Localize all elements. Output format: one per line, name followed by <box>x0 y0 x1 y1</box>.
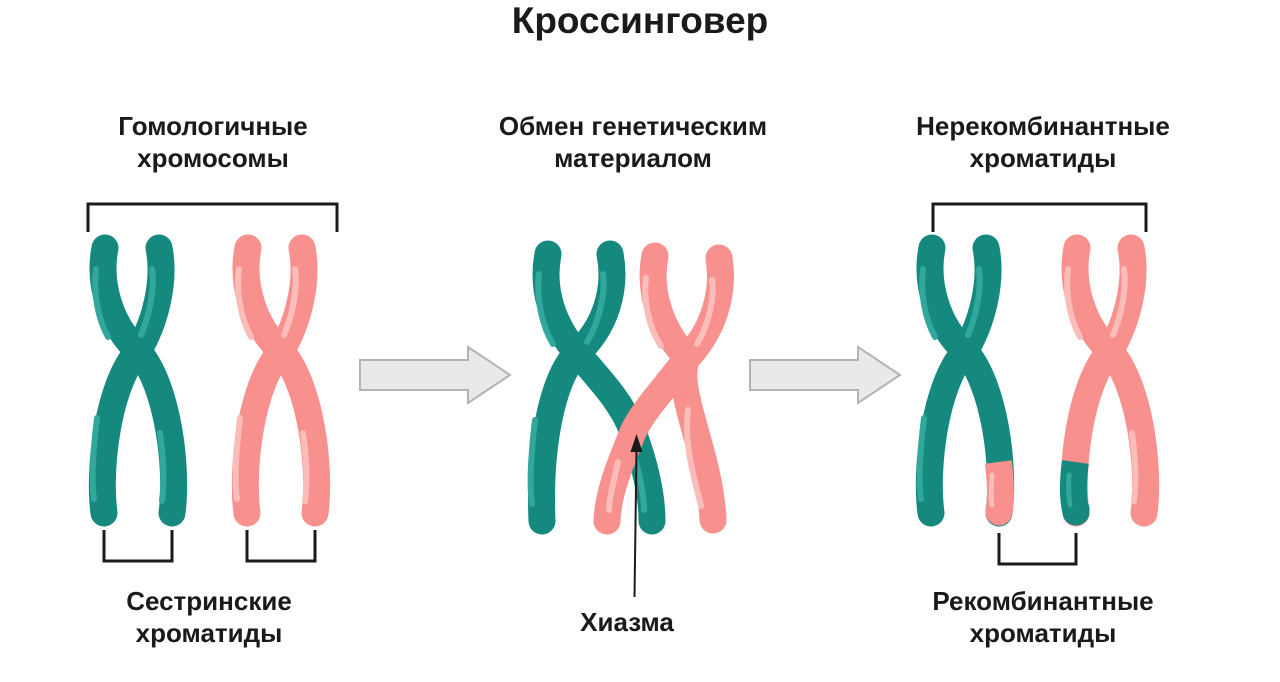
highlight <box>965 266 983 338</box>
panel1-header-line1: Гомологичные <box>118 111 308 141</box>
sister-chromatids-label: Сестринские хроматиды <box>39 585 379 649</box>
highlight <box>1129 430 1139 504</box>
chromosome-pink-crossing <box>593 242 734 535</box>
recombinant-chromatids-label: Рекомбинантные хроматиды <box>873 585 1213 649</box>
highlight <box>232 415 243 502</box>
highlight <box>1110 266 1128 338</box>
chromosome-pink-1 <box>231 234 331 527</box>
chromosome-teal-crossing <box>527 240 666 535</box>
highlight <box>919 266 938 340</box>
bracket-recombinant-bottom <box>997 533 1078 566</box>
panel2-header-line1: Обмен генетическим <box>498 111 768 141</box>
panel1-header: Гомологичные хромосомы <box>43 110 383 174</box>
chromosome-teal-1 <box>88 234 188 527</box>
chromosome-teal-recombinant <box>915 234 1015 527</box>
highlight <box>535 271 556 347</box>
highlight <box>92 266 111 340</box>
chromatid-path <box>231 234 318 527</box>
highlight <box>300 430 310 504</box>
highlight <box>235 266 254 340</box>
panel2-header-line2: материалом <box>554 143 712 173</box>
highlight <box>527 417 538 507</box>
sister-chromatids-line1: Сестринские <box>126 586 292 616</box>
panel3-header-line2: хроматиды <box>969 143 1117 173</box>
step-arrow-right-icon <box>749 345 902 405</box>
highlight <box>157 430 167 504</box>
highlight <box>1064 266 1083 340</box>
panel3-header: Нерекомбинантные хроматиды <box>873 110 1213 174</box>
chromatid-path-crossing <box>532 240 666 535</box>
highlight <box>694 277 716 347</box>
chromatid-path <box>670 244 734 534</box>
chromatid-path <box>88 234 175 527</box>
chiasma-label: Хиазма <box>580 607 674 637</box>
highlight <box>584 271 607 345</box>
highlight <box>89 415 100 502</box>
recombinant-chromatids-line1: Рекомбинантные <box>932 586 1154 616</box>
highlight <box>281 266 299 338</box>
chromatid-path <box>915 234 1002 527</box>
highlight <box>916 415 927 502</box>
bracket-sister-chromatids-pink <box>245 530 317 563</box>
panel3-header-line1: Нерекомбинантные <box>916 111 1170 141</box>
bracket-nonrecombinant-top <box>931 202 1148 232</box>
highlight <box>1066 472 1073 508</box>
highlight <box>606 459 621 513</box>
bracket-homologous-top <box>86 202 339 232</box>
chiasma-pointer <box>630 434 643 598</box>
panel2-header: Обмен генетическим материалом <box>463 110 803 174</box>
recombinant-chromatids-line2: хроматиды <box>969 618 1117 648</box>
sister-chromatids-line2: хроматиды <box>135 618 283 648</box>
step-arrow-right-icon <box>359 345 512 405</box>
panel1-header-line2: хромосомы <box>137 143 289 173</box>
highlight <box>642 275 664 349</box>
highlight <box>138 266 156 338</box>
highlight <box>988 472 995 508</box>
chromosome-pink-recombinant <box>1059 234 1160 527</box>
diagram-title: Кроссинговер <box>511 0 769 41</box>
highlight <box>684 407 704 509</box>
bracket-sister-chromatids-teal <box>102 530 174 563</box>
